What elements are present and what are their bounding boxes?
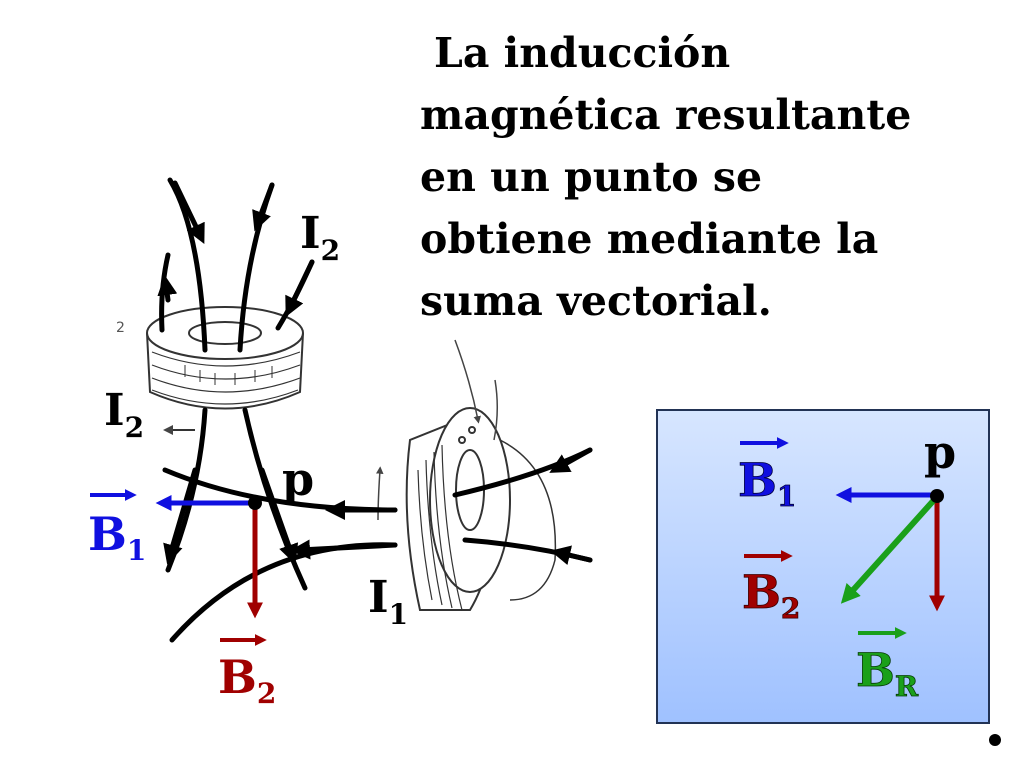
label-b2-box: B2 xyxy=(742,565,800,625)
field-lines xyxy=(157,177,593,643)
sketch-number: 2 xyxy=(116,320,125,336)
label-i1: I1 xyxy=(368,572,408,631)
label-p-left: p xyxy=(282,452,314,506)
point-p-left xyxy=(248,496,262,510)
label-b1-box: B1 xyxy=(738,453,796,513)
br-vector-box xyxy=(840,497,937,604)
caption-line: magnética resultante xyxy=(420,91,912,139)
label-b1-left: B1 xyxy=(88,507,146,567)
caption-line: obtiene mediante la xyxy=(420,215,879,263)
coil-1-sketch xyxy=(376,339,557,611)
label-i2-top: I2 xyxy=(300,208,340,267)
caption: La inducción magnética resultante en un … xyxy=(420,22,1010,332)
label-br-box: BR xyxy=(856,643,919,703)
label-b2-left: B2 xyxy=(218,650,276,710)
bullet-dot xyxy=(989,734,1001,746)
caption-line: en un punto se xyxy=(420,153,763,201)
caption-line: suma vectorial. xyxy=(420,277,772,325)
coil-2-sketch xyxy=(146,306,304,410)
label-i2-current: I2 xyxy=(104,385,144,444)
vector-sum-box xyxy=(656,409,990,724)
label-p-box: p xyxy=(924,425,956,479)
point-p-box xyxy=(930,489,944,503)
caption-line: La inducción xyxy=(434,29,731,77)
